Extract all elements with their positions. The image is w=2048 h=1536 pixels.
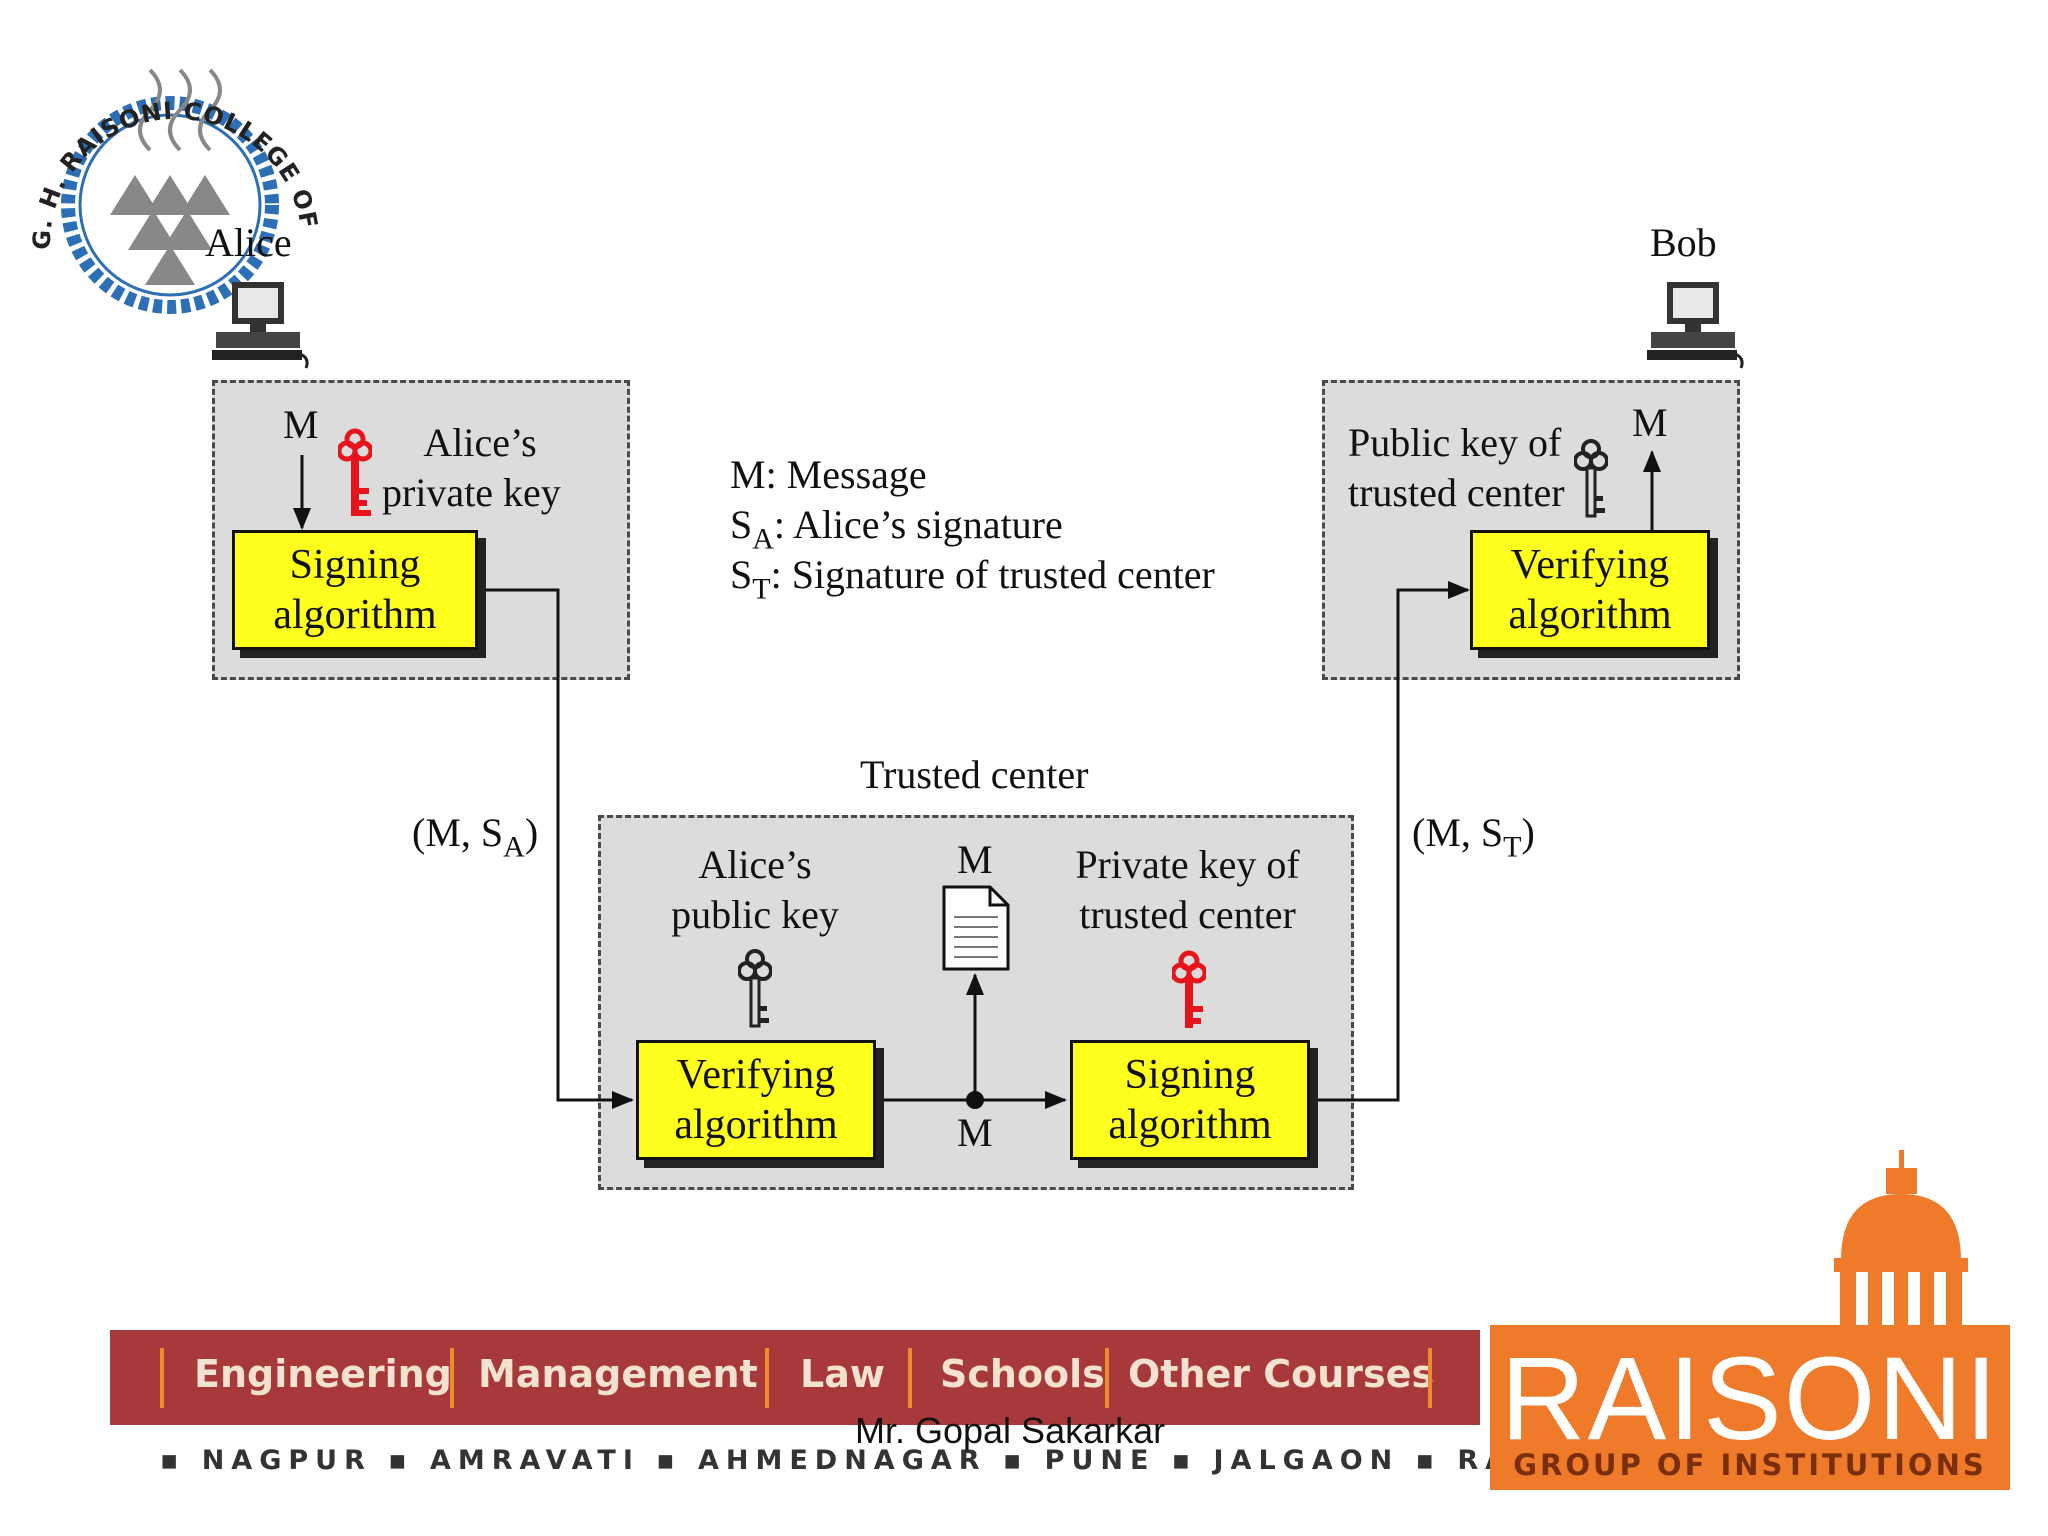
legend-sa-rest: : Alice’s signature [773, 502, 1063, 547]
banner-item-schools: Schools [940, 1352, 1105, 1396]
banner-separator [765, 1348, 769, 1408]
alice-public-key-icon [738, 949, 772, 1028]
document-message-label: M [957, 837, 993, 882]
alice-label: Alice [205, 220, 292, 265]
edge-label-trusted-signature: (M, ST) [1412, 808, 1535, 866]
alice-key-line1: Alice’s [423, 420, 537, 465]
footer-banner: Engineering Management Law Schools Other… [110, 1330, 1480, 1425]
edge-label-alice-signature: (M, SA) [412, 808, 538, 866]
algo-line2: algorithm [674, 1102, 838, 1148]
banner-item-management: Management [478, 1352, 758, 1396]
bob-verifying-algorithm: Verifying algorithm [1470, 530, 1710, 650]
legend-sa-main: S [730, 502, 753, 547]
legend-trusted-signature: ST: Signature of trusted center [730, 550, 1215, 608]
priv-line2: trusted center [1079, 892, 1296, 937]
trusted-private-key-label: Private key of trusted center [1060, 840, 1315, 940]
banner-separator [160, 1348, 164, 1408]
algo-line1: Signing [289, 541, 421, 588]
trusted-private-key-icon [1172, 950, 1206, 1028]
legend-st-rest: : Signature of trusted center [770, 552, 1215, 597]
trusted-signing-algorithm: Signing algorithm [1070, 1040, 1310, 1160]
algo-line1: Signing [1124, 1051, 1256, 1098]
college-logo: G. H. RAISONI COLLEGE OF ENGINEER [10, 40, 320, 314]
algo-line1: Verifying [676, 1051, 836, 1098]
edge-right-sub: T [1503, 830, 1522, 864]
algo-line2: algorithm [1508, 592, 1672, 638]
banner-separator [1428, 1348, 1432, 1408]
trusted-to-bob-edge [1316, 581, 1470, 1102]
legend-st-sub: T [752, 572, 771, 606]
alice-to-trusted-edge [478, 588, 634, 1109]
cities-strip: ▪ NAGPUR ▪ AMRAVATI ▪ AHMEDNAGAR ▪ PUNE … [160, 1445, 1656, 1476]
bob-message-label: M [1632, 400, 1668, 445]
alice-private-key-label: Alice’s [380, 418, 580, 468]
bob-label: Bob [1650, 220, 1717, 265]
alice-public-key-label: Alice’s public key [650, 840, 860, 940]
junction-dot [966, 1091, 984, 1109]
trusted-public-key-icon [1574, 439, 1608, 518]
banner-item-engineering: Engineering [194, 1352, 452, 1396]
trusted-center-title: Trusted center [860, 752, 1089, 797]
algo-line2: algorithm [273, 592, 437, 638]
banner-item-law: Law [800, 1352, 885, 1396]
alice-message-label: M [283, 402, 319, 447]
pub-line1: Alice’s [698, 842, 812, 887]
bob-key-line2: trusted center [1348, 470, 1565, 515]
bob-key-line1: Public key of [1348, 420, 1562, 465]
priv-line1: Private key of [1075, 842, 1300, 887]
edge-left-sub: A [503, 830, 525, 864]
legend-sa-sub: A [752, 522, 774, 556]
pub-line2: public key [671, 892, 839, 937]
edge-left-close: ) [524, 810, 539, 855]
legend-message: M: Message [730, 452, 927, 497]
banner-separator [908, 1348, 912, 1408]
legend-st-main: S [730, 552, 753, 597]
alice-key-line2: private key [382, 470, 561, 515]
raisoni-wordmark: RAISONI [1500, 1333, 2000, 1465]
edge-right-close: ) [1521, 810, 1535, 855]
dome-icon [1834, 1150, 1968, 1328]
document-icon [942, 885, 1010, 971]
legend-alice-signature: SA: Alice’s signature [730, 500, 1063, 558]
junction-message-label: M [957, 1110, 993, 1155]
banner-separator [450, 1348, 454, 1408]
algo-line1: Verifying [1510, 541, 1670, 588]
banner-separator [1105, 1348, 1109, 1408]
author-name: Mr. Gopal Sakarkar [855, 1410, 1166, 1451]
raisoni-logo: RAISONI GROUP OF INSTITUTIONS [1490, 1150, 2010, 1490]
alice-computer-icon [212, 282, 309, 369]
trusted-verifying-algorithm: Verifying algorithm [636, 1040, 876, 1160]
raisoni-wordmark-box: RAISONI GROUP OF INSTITUTIONS [1490, 1325, 2010, 1490]
banner-item-other-courses: Other Courses [1128, 1352, 1435, 1396]
algo-line2: algorithm [1108, 1102, 1272, 1148]
edge-right-open: (M, S [1412, 810, 1504, 855]
bob-computer-icon [1647, 282, 1744, 369]
alice-signing-algorithm: Signing algorithm [232, 530, 478, 650]
edge-left-open: (M, S [412, 810, 504, 855]
raisoni-tagline: GROUP OF INSTITUTIONS [1513, 1448, 1987, 1482]
alice-private-key-icon [338, 428, 372, 516]
